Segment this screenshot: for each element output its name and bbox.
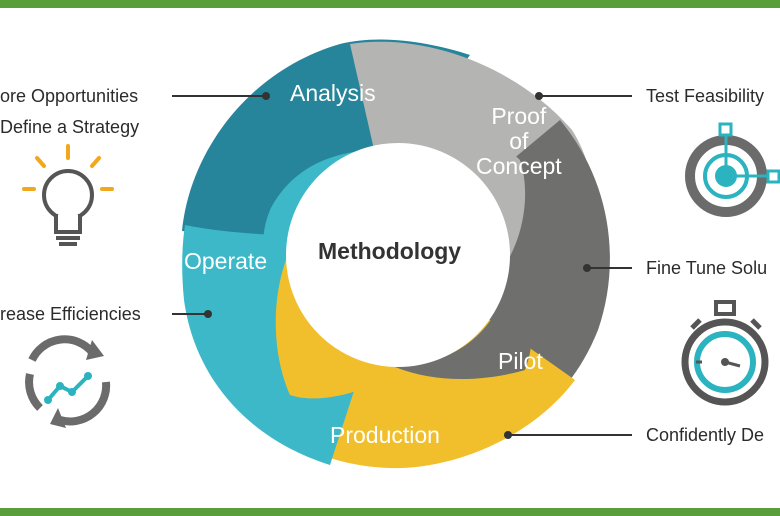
leader-line-production bbox=[509, 434, 632, 436]
stage-label-analysis: Analysis bbox=[290, 80, 376, 106]
leader-line-analysis bbox=[172, 95, 266, 97]
stage-label-of: of bbox=[509, 128, 529, 154]
callout-explore-opportunities: ore Opportunities bbox=[0, 86, 139, 106]
center-hub bbox=[286, 143, 510, 367]
leader-dot-proof bbox=[535, 92, 543, 100]
leader-dot-analysis bbox=[262, 92, 270, 100]
callout-fine-tune: Fine Tune Solu bbox=[646, 258, 768, 278]
leader-dot-operate bbox=[204, 310, 212, 318]
stage-label-production: Production bbox=[330, 422, 440, 448]
leader-dot-pilot bbox=[583, 264, 591, 272]
leader-dot-production bbox=[504, 431, 512, 439]
top-border bbox=[0, 0, 780, 8]
swirl-pilot-inner bbox=[395, 265, 533, 380]
bottom-border bbox=[0, 508, 780, 516]
callout-confidently-deploy: Confidently De bbox=[646, 425, 765, 445]
leader-line-proof bbox=[540, 95, 632, 97]
swirl-poc-inner bbox=[415, 140, 526, 260]
leader-line-pilot bbox=[588, 267, 632, 269]
leader-line-operate bbox=[172, 313, 208, 315]
stage-label-concept: Concept bbox=[476, 153, 562, 179]
stage-label-pilot: Pilot bbox=[498, 348, 543, 374]
callout-define-strategy: Define a Strategy bbox=[0, 117, 140, 137]
callout-test-feasibility: Test Feasibility bbox=[646, 86, 765, 106]
stage-label-proof: Proof bbox=[491, 103, 547, 129]
hub-title: Methodology bbox=[318, 238, 462, 264]
stage-label-proof-of-concept: Proof of Concept bbox=[476, 104, 562, 179]
stage-label-operate: Operate bbox=[184, 248, 268, 274]
callout-increase-efficiencies: rease Efficiencies bbox=[0, 304, 141, 324]
